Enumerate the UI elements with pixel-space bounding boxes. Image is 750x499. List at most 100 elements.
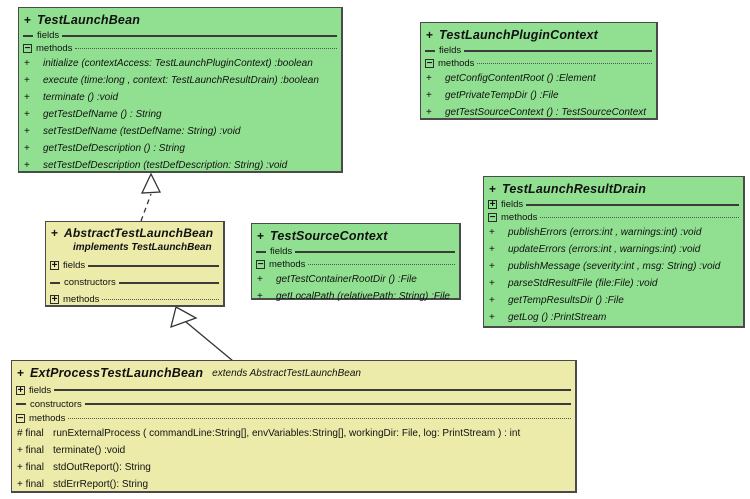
divider-line — [477, 63, 652, 64]
section-label: methods — [269, 259, 306, 270]
method-row: +getTestDefName () : String — [19, 106, 341, 123]
method-signature: getLocalPath (relativePath: String) :Fil… — [276, 291, 450, 302]
method-signature: getTestDefDescription () : String — [43, 143, 185, 154]
collapse-icon[interactable]: − — [256, 260, 265, 269]
visibility-marker: + — [24, 12, 32, 27]
method-row: +getTestSourceContext () : TestSourceCon… — [421, 104, 656, 121]
dash-icon — [23, 34, 33, 37]
fields-section: + fields — [484, 198, 743, 211]
visibility-marker: + — [24, 75, 30, 86]
methods-section: − methods — [421, 57, 656, 70]
dash-icon — [16, 403, 26, 405]
visibility-marker: + final — [17, 479, 44, 490]
method-signature: getTestContainerRootDir () :File — [276, 274, 417, 285]
divider-line — [102, 299, 219, 300]
class-title: + TestSourceContext — [252, 224, 459, 245]
method-row: +publishMessage (severity:int , msg: Str… — [484, 258, 743, 275]
divider-line — [88, 264, 219, 267]
visibility-marker: + — [489, 181, 497, 196]
method-signature: execute (time:long , context: TestLaunch… — [43, 75, 319, 86]
method-row: +getLog () :PrintStream — [484, 309, 743, 326]
generalization-arrow — [170, 306, 234, 362]
section-label: fields — [501, 199, 524, 210]
method-row: +initialize (contextAccess: TestLaunchPl… — [19, 55, 341, 72]
collapse-icon[interactable]: − — [16, 413, 25, 423]
visibility-marker: + — [489, 227, 495, 238]
section-label: fields — [63, 260, 86, 271]
collapse-icon[interactable]: − — [488, 213, 497, 222]
method-row: + terminate () :void — [19, 89, 341, 106]
divider-line — [84, 403, 571, 405]
visibility-marker: + — [426, 90, 432, 101]
visibility-marker: + — [24, 92, 30, 103]
extends-label: extends AbstractTestLaunchBean — [212, 367, 361, 379]
section-label: methods — [29, 412, 66, 424]
divider-line — [308, 264, 455, 265]
class-title: + TestLaunchPluginContext — [421, 23, 656, 44]
methods-section: − methods — [12, 411, 575, 425]
method-signature: getTestDefName () : String — [43, 109, 162, 120]
class-box-testlaunchplugincontext[interactable]: + TestLaunchPluginContext fields − metho… — [420, 22, 658, 120]
methods-section: + methods — [46, 291, 223, 308]
constructors-section: constructors — [46, 274, 223, 291]
class-box-abstracttestlaunchbean[interactable]: + AbstractTestLaunchBean implements Test… — [45, 221, 225, 307]
method-signature: stdOutReport(): String — [53, 462, 151, 473]
section-label: methods — [36, 43, 73, 54]
fields-section: + fields — [46, 257, 223, 274]
fields-section: + fields — [12, 383, 575, 397]
divider-line — [464, 49, 652, 52]
visibility-marker: + — [17, 366, 25, 380]
divider-line — [526, 203, 739, 206]
section-label: fields — [29, 384, 52, 396]
divider-line — [68, 417, 571, 419]
visibility-marker: + — [257, 274, 263, 285]
method-signature: terminate() :void — [53, 445, 126, 456]
class-title: + TestLaunchBean — [19, 8, 341, 29]
visibility-marker: + — [51, 226, 59, 240]
expand-icon[interactable]: + — [50, 295, 59, 304]
method-row: + getTestContainerRootDir () :File — [252, 271, 459, 288]
divider-line — [75, 48, 337, 49]
method-signature: getConfigContentRoot () :Element — [445, 73, 596, 84]
method-row: +getTempResultsDir () :File — [484, 292, 743, 309]
class-title: + ExtProcessTestLaunchBean extends Abstr… — [12, 361, 575, 383]
method-row: + execute (time:long , context: TestLaunc… — [19, 72, 341, 89]
class-name: TestLaunchPluginContext — [439, 27, 599, 42]
collapse-icon[interactable]: − — [23, 44, 32, 53]
section-label: methods — [501, 212, 538, 223]
fields-section: fields — [421, 44, 656, 57]
divider-line — [62, 34, 337, 37]
class-title: + TestLaunchResultDrain — [484, 177, 743, 198]
method-row: + getLocalPath (relativePath: String) :Fi… — [252, 288, 459, 305]
class-name: AbstractTestLaunchBean — [64, 226, 214, 240]
collapse-icon[interactable]: − — [425, 59, 434, 68]
class-box-extprocesstestlaunchbean[interactable]: + ExtProcessTestLaunchBean extends Abstr… — [11, 360, 577, 493]
method-row: + getConfigContentRoot () :Element — [421, 70, 656, 87]
method-row: +setTestDefName (testDefName: String) :v… — [19, 123, 341, 140]
method-signature: setTestDefName (testDefName: String) :vo… — [43, 126, 241, 137]
method-row: +parseStdResultFile (file:File) :void — [484, 275, 743, 292]
method-signature: getTestSourceContext () : TestSourceCont… — [445, 107, 647, 118]
method-signature: terminate () :void — [43, 92, 119, 103]
visibility-marker: + — [426, 73, 432, 84]
divider-line — [540, 217, 739, 218]
class-box-testlaunchresultdrain[interactable]: + TestLaunchResultDrain + fields − metho… — [483, 176, 745, 328]
expand-icon[interactable]: + — [488, 200, 497, 209]
visibility-marker: + final — [17, 445, 44, 456]
expand-icon[interactable]: + — [50, 261, 59, 270]
visibility-marker: + — [257, 291, 263, 302]
constructors-section: constructors — [12, 397, 575, 411]
method-row: +getTestDefDescription () : String — [19, 140, 341, 157]
visibility-marker: + — [489, 261, 495, 272]
visibility-marker: + final — [17, 462, 44, 473]
class-box-testlaunchbean[interactable]: + TestLaunchBean fields − methods +initi… — [18, 7, 343, 173]
methods-section: − methods — [484, 211, 743, 224]
section-label: fields — [37, 30, 60, 41]
class-box-testsourcecontext[interactable]: + TestSourceContext fields − methods +ge… — [251, 223, 461, 302]
method-signature: getLog () :PrintStream — [508, 312, 607, 323]
expand-icon[interactable]: + — [16, 385, 25, 395]
method-signature: updateErrors (errors:int , warnings:int)… — [508, 244, 701, 255]
